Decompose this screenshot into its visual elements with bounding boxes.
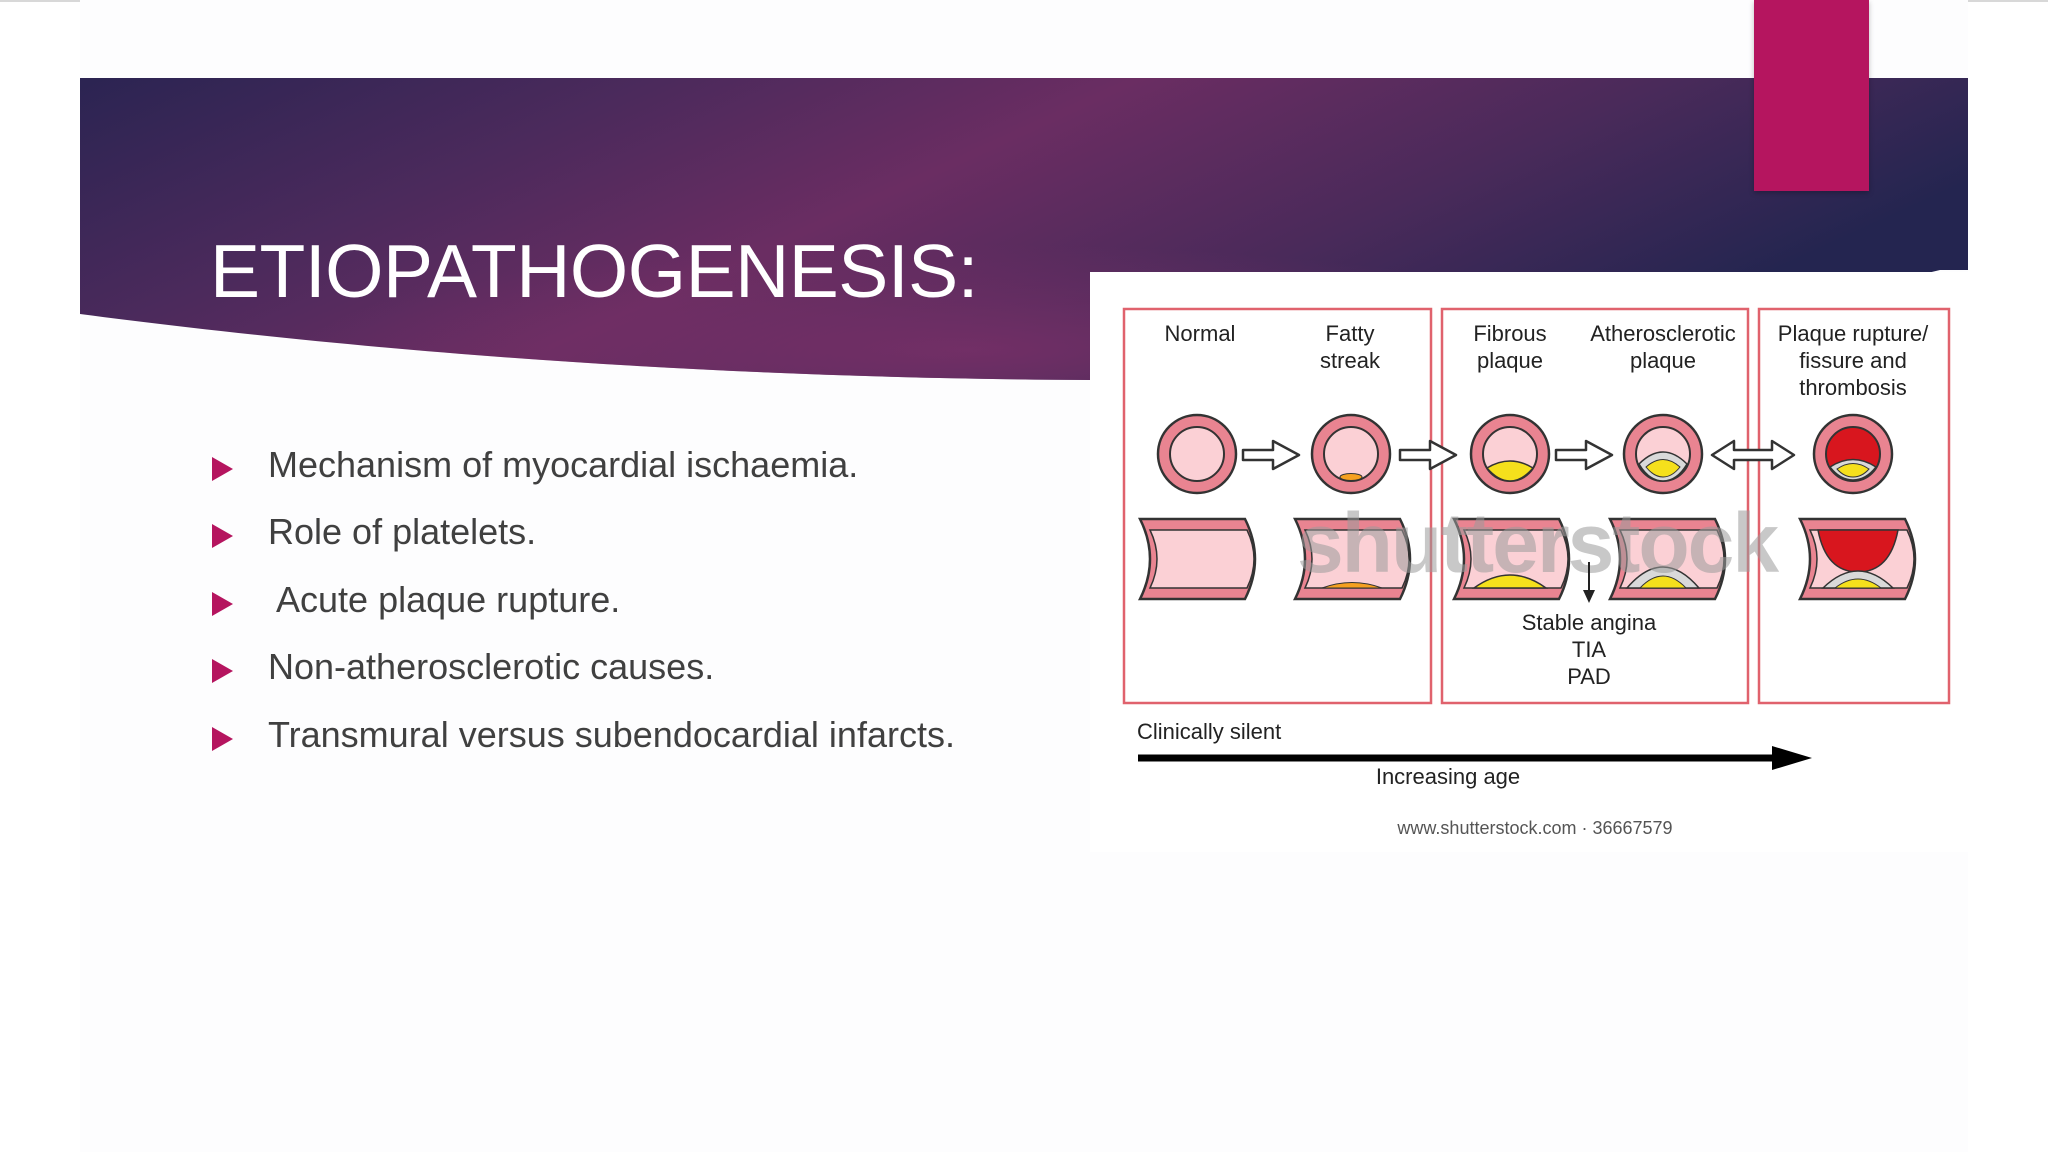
increasing-age-label: Increasing age xyxy=(1376,764,1520,789)
cross-section-fatty xyxy=(1310,413,1392,495)
outcome-stable-angina: Stable angina xyxy=(1522,610,1657,635)
outcome-pad: PAD xyxy=(1567,664,1611,689)
cross-section-rupture xyxy=(1812,413,1894,495)
triangle-right-icon xyxy=(212,592,233,616)
longitudinal-athero xyxy=(1607,517,1727,601)
slide-title: ETIOPATHOGENESIS: xyxy=(210,229,979,314)
label-fatty-2: streak xyxy=(1320,348,1381,373)
label-normal: Normal xyxy=(1165,321,1236,346)
label-athero-2: plaque xyxy=(1630,348,1696,373)
triangle-right-icon xyxy=(212,727,233,751)
cross-section-fibrous xyxy=(1469,413,1551,495)
bullet-text: Role of platelets. xyxy=(268,511,537,552)
label-rupture-2: fissure and xyxy=(1799,348,1907,373)
cross-section-athero xyxy=(1622,413,1704,495)
bullet-text: Mechanism of myocardial ischaemia. xyxy=(268,444,859,485)
watermark: shutterstock xyxy=(1297,496,1779,590)
label-rupture-3: thrombosis xyxy=(1799,375,1907,400)
triangle-right-icon xyxy=(212,457,233,481)
accent-tab xyxy=(1754,0,1869,191)
longitudinal-rupture xyxy=(1797,517,1917,601)
label-fatty-1: Fatty xyxy=(1326,321,1375,346)
bullet-text: Acute plaque rupture. xyxy=(268,579,621,620)
triangle-right-icon xyxy=(212,659,233,683)
longitudinal-normal xyxy=(1137,517,1257,601)
label-fibrous-1: Fibrous xyxy=(1473,321,1546,346)
bullet-text: Non-atherosclerotic causes. xyxy=(268,646,715,687)
panel-early xyxy=(1122,307,1433,705)
label-rupture-1: Plaque rupture/ xyxy=(1778,321,1929,346)
label-fibrous-2: plaque xyxy=(1477,348,1543,373)
panel-stable xyxy=(1440,307,1750,705)
arrow-right-icon xyxy=(1772,746,1812,770)
cross-section-normal xyxy=(1156,413,1238,495)
atherosclerosis-diagram: Normal Fatty streak Fibrous plaque Ather… xyxy=(1090,272,1980,852)
longitudinal-fibrous xyxy=(1451,517,1571,601)
clinically-silent-label: Clinically silent xyxy=(1137,719,1281,744)
arrow-down-icon xyxy=(1583,590,1595,603)
outcome-tia: TIA xyxy=(1572,637,1607,662)
panel-rupture xyxy=(1757,307,1951,705)
label-athero-1: Atherosclerotic xyxy=(1590,321,1736,346)
source-credit: www.shutterstock.com · 36667579 xyxy=(1396,818,1672,838)
bullet-text: Transmural versus subendocardial infarct… xyxy=(268,714,955,755)
longitudinal-fatty xyxy=(1292,517,1412,601)
triangle-right-icon xyxy=(212,524,233,548)
